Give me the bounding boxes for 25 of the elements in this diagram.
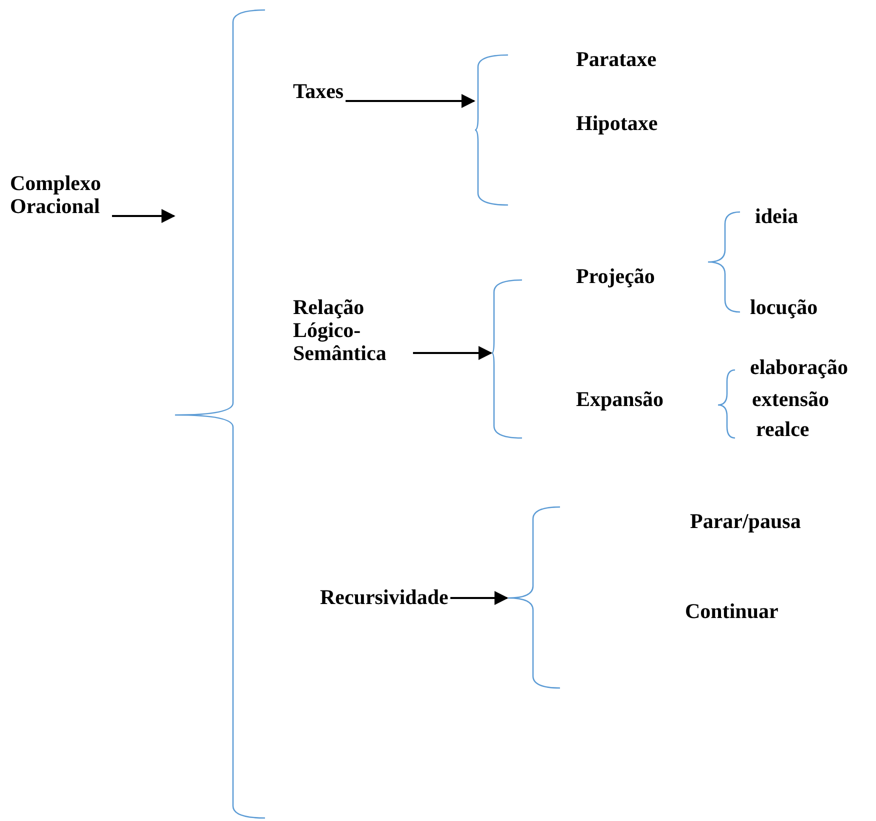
curly-brace [491, 279, 522, 439]
node-label: locução [750, 296, 818, 319]
node-label: Parataxe [576, 48, 656, 71]
arrow [450, 591, 508, 605]
node-label: Projeção [576, 265, 655, 288]
curly-brace [174, 9, 266, 819]
node-label: Hipotaxe [576, 112, 658, 135]
node-label: Recursividade [320, 586, 448, 609]
node-label: Parar/pausa [690, 510, 801, 533]
node-label: realce [756, 418, 810, 441]
arrow [346, 94, 476, 108]
node-label: ideia [755, 205, 798, 228]
node-label: elaboração [750, 356, 848, 379]
node-label: extensão [752, 388, 829, 411]
node-label: Taxes [293, 80, 344, 103]
curly-brace [507, 506, 560, 689]
node-label: Expansão [576, 388, 664, 411]
curly-brace [717, 369, 736, 439]
node-label: Relação Lógico-Semântica [293, 296, 411, 365]
arrow [413, 346, 492, 360]
node-label: Complexo Oracional [10, 172, 110, 218]
curly-brace [707, 211, 740, 313]
arrow [112, 209, 176, 223]
curly-brace [474, 54, 508, 206]
node-label: Continuar [685, 600, 778, 623]
